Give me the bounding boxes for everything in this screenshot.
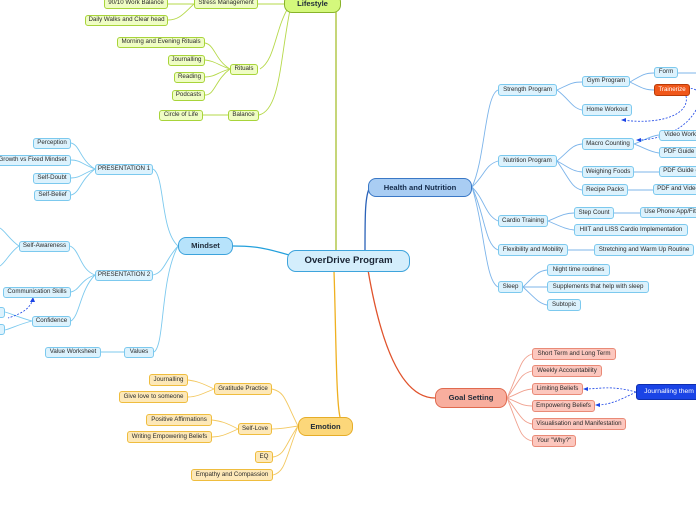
rituals-node[interactable]: Rituals <box>230 64 258 75</box>
your-why-node[interactable]: Your "Why?" <box>532 435 576 447</box>
home-workout-node[interactable]: Home Workout <box>582 104 632 116</box>
gym-program-node[interactable]: Gym Program <box>582 76 630 87</box>
link-root-emotion <box>333 270 341 418</box>
journalling-them-callout[interactable]: Journalling them <box>636 384 696 400</box>
pdf-guide-node[interactable]: PDF Guide <box>659 147 696 158</box>
perception-node[interactable]: Perception <box>33 138 71 149</box>
video-workout-node[interactable]: Video Workt <box>659 130 696 141</box>
macro-counting-node[interactable]: Macro Counting <box>582 138 634 150</box>
root-node[interactable]: OverDrive Program <box>287 250 410 272</box>
short-long-term-node[interactable]: Short Term and Long Term <box>532 348 616 360</box>
self-doubt-node[interactable]: Self-Doubt <box>33 173 71 184</box>
reading-node[interactable]: Reading <box>174 72 205 83</box>
values-node[interactable]: Values <box>124 347 154 358</box>
work-balance-node[interactable]: 90/10 Work Balance <box>104 0 168 9</box>
link-root-mindset <box>232 245 290 256</box>
offscreen-node-a[interactable] <box>0 307 5 318</box>
night-routines-node[interactable]: Night time routines <box>547 264 610 276</box>
goal-setting-node[interactable]: Goal Setting <box>435 388 507 408</box>
health-nutrition-node[interactable]: Health and Nutrition <box>368 178 472 197</box>
form-node[interactable]: Form <box>654 67 678 78</box>
link-root-goal <box>367 269 436 399</box>
value-worksheet-node[interactable]: Value Worksheet <box>45 347 101 358</box>
cardio-training-node[interactable]: Cardio Training <box>498 215 548 227</box>
daily-walks-node[interactable]: Daily Walks and Clear head <box>85 15 168 26</box>
pdf-video-node[interactable]: PDF and Video <box>653 184 696 195</box>
stretching-warmup-node[interactable]: Stretching and Warm Up Routine <box>594 244 694 256</box>
emotion-journalling-node[interactable]: Journalling <box>149 374 188 386</box>
offscreen-node-b[interactable] <box>0 324 5 335</box>
trainerize-node[interactable]: Trainerize <box>654 84 690 96</box>
mindset-node[interactable]: Mindset <box>178 237 233 255</box>
stress-management-node[interactable]: Stress Management <box>194 0 258 9</box>
confidence-node[interactable]: Confidence <box>32 316 71 327</box>
growth-mindset-node[interactable]: Growth vs Fixed Mindset <box>0 155 71 166</box>
morning-evening-rituals-node[interactable]: Morning and Evening Rituals <box>117 37 205 48</box>
communication-skills-node[interactable]: Communication Skills <box>3 287 71 298</box>
phone-app-fitbit-node[interactable]: Use Phone App/Fit <box>640 207 696 218</box>
pdf-guide-2-node[interactable]: PDF Guide o <box>659 166 696 177</box>
self-belief-node[interactable]: Self-Belief <box>34 190 71 201</box>
presentation-2-node[interactable]: PRESENTATION 2 <box>95 270 153 281</box>
presentation-1-node[interactable]: PRESENTATION 1 <box>95 164 153 175</box>
weekly-accountability-node[interactable]: Weekly Accountability <box>532 365 602 377</box>
emotion-node[interactable]: Emotion <box>298 417 353 436</box>
visualisation-node[interactable]: Visualisation and Manifestation <box>532 418 626 430</box>
hiit-liss-node[interactable]: HIIT and LISS Cardio Implementation <box>574 224 688 236</box>
writing-empowering-beliefs-node[interactable]: Writing Empowering Beliefs <box>127 431 212 443</box>
gratitude-practice-node[interactable]: Gratitude Practice <box>214 383 272 395</box>
empowering-beliefs-node[interactable]: Empowering Beliefs <box>532 400 595 412</box>
self-awareness-node[interactable]: Self-Awareness <box>19 241 70 252</box>
empathy-compassion-node[interactable]: Empathy and Compassion <box>191 469 273 481</box>
give-love-node[interactable]: Give love to someone <box>119 391 188 403</box>
link-root-health <box>364 186 371 251</box>
eq-node[interactable]: EQ <box>255 451 273 463</box>
balance-node[interactable]: Balance <box>228 110 259 121</box>
lifestyle-journalling-node[interactable]: Journalling <box>168 55 205 66</box>
limiting-beliefs-node[interactable]: Limiting Beliefs <box>532 383 583 395</box>
sleep-supplements-node[interactable]: Supplements that help with sleep <box>547 281 649 293</box>
self-love-node[interactable]: Self-Love <box>238 423 272 435</box>
flexibility-mobility-node[interactable]: Flexibility and Mobility <box>498 244 568 256</box>
strength-program-node[interactable]: Strength Program <box>498 84 557 96</box>
step-count-node[interactable]: Step Count <box>574 207 614 219</box>
weighing-foods-node[interactable]: Weighing Foods <box>582 166 634 178</box>
positive-affirmations-node[interactable]: Positive Affirmations <box>146 414 212 426</box>
lifestyle-node[interactable]: Lifestyle <box>284 0 341 13</box>
sleep-subtopic-node[interactable]: Subtopic <box>547 299 581 311</box>
circle-of-life-node[interactable]: Circle of Life <box>159 110 203 121</box>
recipe-packs-node[interactable]: Recipe Packs <box>582 184 628 196</box>
sleep-node[interactable]: Sleep <box>498 281 523 293</box>
podcasts-node[interactable]: Podcasts <box>172 90 205 101</box>
nutrition-program-node[interactable]: Nutrition Program <box>498 155 557 167</box>
